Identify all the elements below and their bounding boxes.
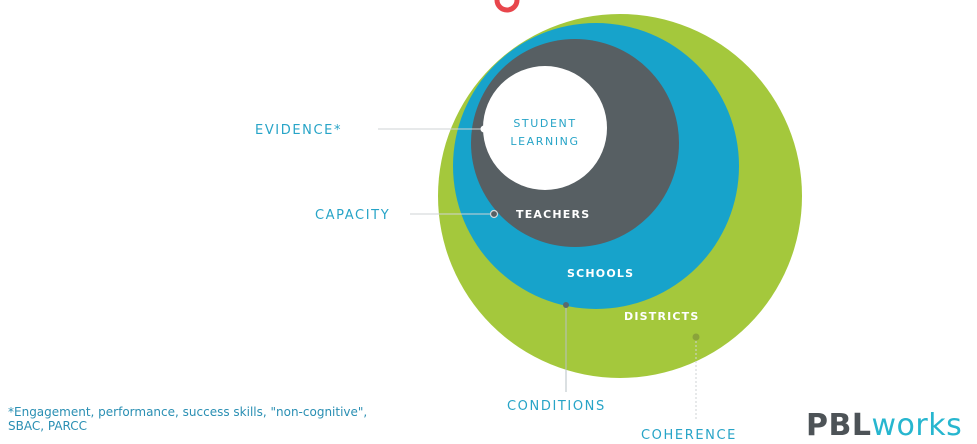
teachers-label: TEACHERS [516, 208, 590, 221]
capacity-label: CAPACITY [315, 208, 390, 223]
capacity-dot [489, 209, 499, 219]
districts-label: DISTRICTS [624, 310, 700, 323]
footnote: *Engagement, performance, success skills… [8, 405, 488, 433]
student-label-line2: LEARNING [510, 135, 579, 148]
top-red-accent [494, 0, 520, 13]
evidence-label: EVIDENCE* [255, 123, 342, 138]
coherence-dot [692, 333, 700, 341]
conditions-label: CONDITIONS [507, 399, 606, 414]
footnote-line2: SBAC, PARCC [8, 419, 88, 433]
coherence-label: COHERENCE [641, 428, 737, 443]
pblworks-logo: PBLworks [806, 408, 962, 443]
logo-pbl-text: PBL [806, 408, 872, 443]
conditions-dot [563, 302, 569, 308]
logo-works-text: works [871, 408, 963, 443]
schools-label: SCHOOLS [567, 267, 634, 280]
evidence-dot [480, 125, 488, 133]
footnote-line1: *Engagement, performance, success skills… [8, 405, 368, 419]
student-learning-circle [483, 66, 607, 190]
student-label-line1: STUDENT [513, 117, 576, 130]
